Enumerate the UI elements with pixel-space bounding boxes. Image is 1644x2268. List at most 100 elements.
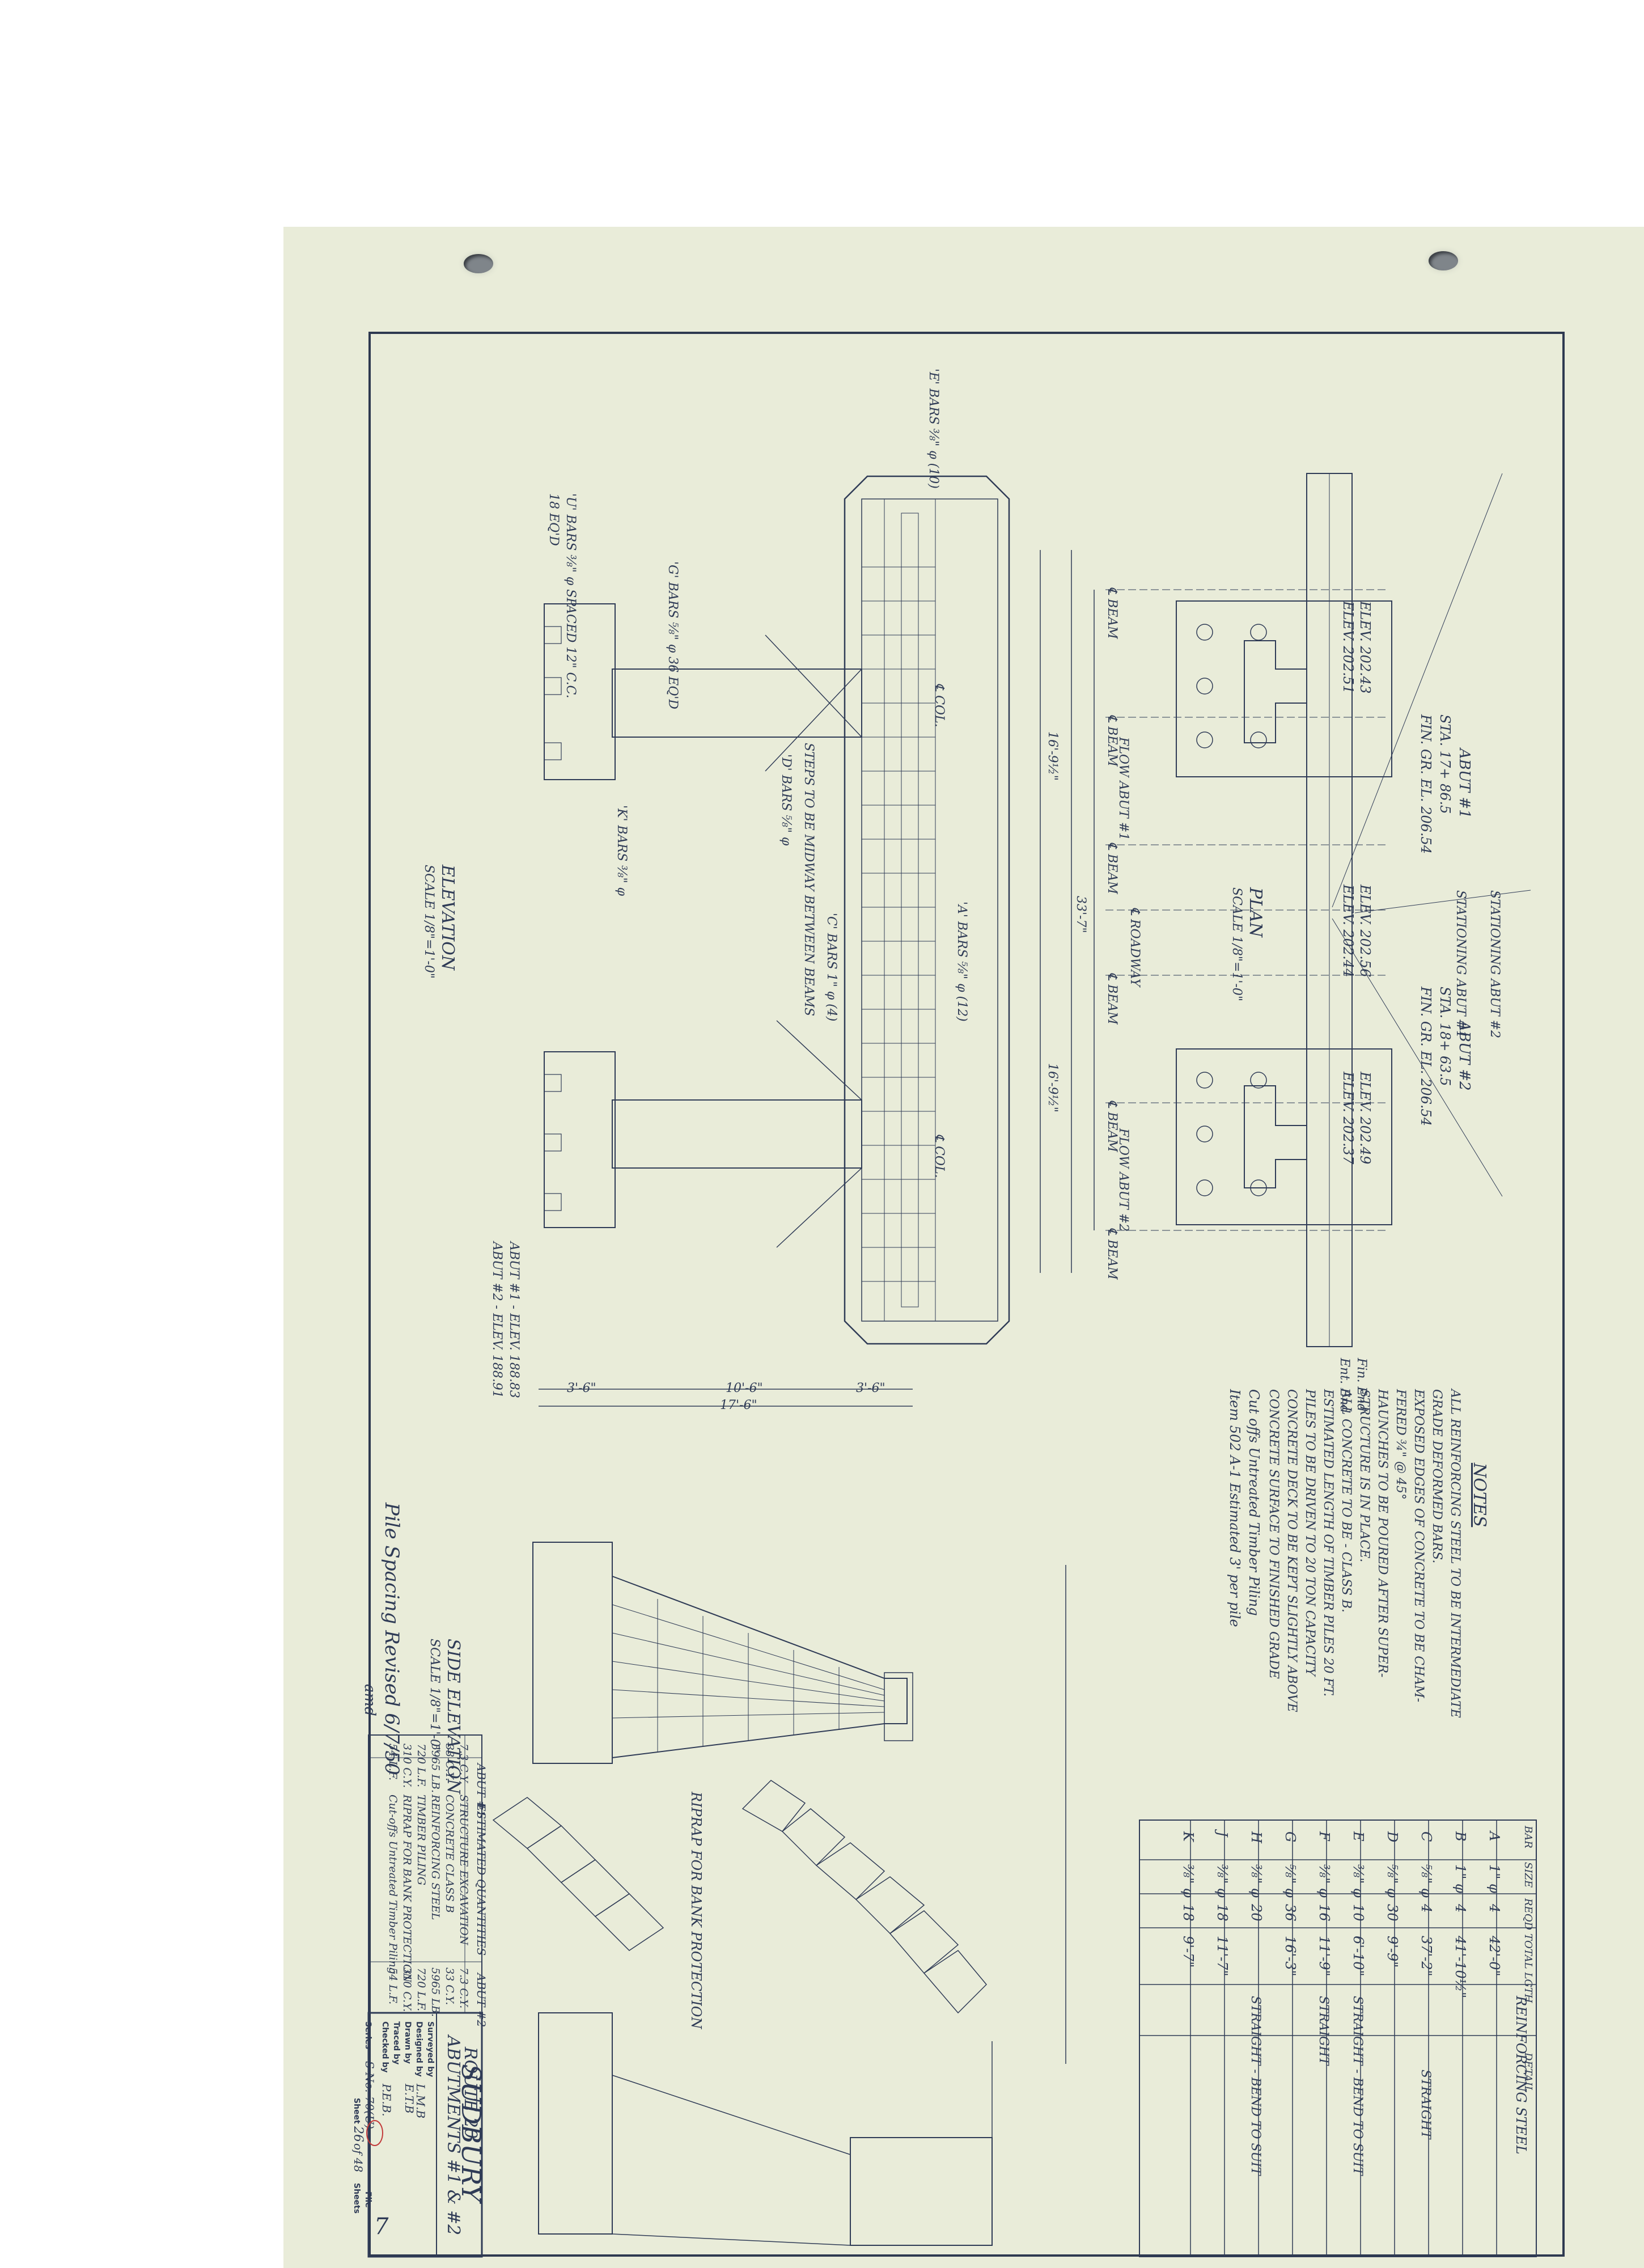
quantities-title: ESTIMATED QUANTITIES xyxy=(474,1802,488,1956)
route-name: ROUTE 20 xyxy=(460,2046,480,2139)
punch-hole-left xyxy=(464,254,493,273)
rt-row-h: H ⅜" φ 20 STRAIGHT - BEND TO SUIT xyxy=(1248,1831,1264,2177)
rt-a-reqd: 4 xyxy=(1486,1903,1502,1912)
note-line-2: GRADE DEFORMED BARS. xyxy=(1430,1389,1444,1563)
rt-j-bar: J xyxy=(1214,1829,1230,1838)
elevation-view: 17'-6" 10'-6" 3'-6" 3'-6" 'E' BARS ⅜" φ … xyxy=(422,369,1010,1412)
file-label: File xyxy=(363,2191,372,2208)
rt-h-size: ⅜" φ xyxy=(1248,1864,1264,1898)
rt-b-length: 41'-10½" xyxy=(1452,1935,1468,1998)
rt-c-reqd: 4 xyxy=(1418,1903,1434,1912)
abut2-label: ABUT #2 xyxy=(1456,1019,1473,1091)
plan-elev-5: ELEV. 202.56 xyxy=(1357,884,1373,977)
elevation-scale: SCALE 1/8"=1'-0" xyxy=(422,865,436,979)
series-number: S No. 70(U) xyxy=(363,2061,376,2129)
base-elev-1: ABUT #1 - ELEV. 188.83 xyxy=(507,1241,521,1398)
note-line-4: FERED ¾" @ 45° xyxy=(1393,1389,1408,1500)
rt-head-reqd: REQD xyxy=(1522,1898,1534,1930)
note-line-7: ALL CONCRETE TO BE - CLASS B. xyxy=(1339,1388,1353,1613)
rt-e-length: 6'-10" xyxy=(1350,1936,1366,1977)
e-bars-label: 'E' BARS ⅜" φ (10) xyxy=(926,369,940,489)
ent-end-label: Ent. End xyxy=(1337,1357,1351,1413)
rt-row-k: K ⅜" φ 18 9'-7" xyxy=(1180,1831,1196,1967)
rt-j-size: ⅜" φ xyxy=(1214,1864,1230,1898)
beam-label-4: ℄ BEAM xyxy=(1105,972,1119,1025)
note-line-11: CONCRETE SURFACE TO FINISHED GRADE xyxy=(1266,1389,1281,1679)
sheets-label: Sheets xyxy=(352,2183,361,2214)
rt-a-length: 42'-0" xyxy=(1486,1935,1502,1977)
notes-heading: NOTES xyxy=(1469,1462,1489,1527)
beam-label-5: ℄ BEAM xyxy=(1105,1100,1119,1152)
overall-dim: 33'-7" xyxy=(1074,896,1088,933)
rt-k-reqd: 18 xyxy=(1180,1904,1196,1922)
qt-6-a: 54 L.F. xyxy=(387,1744,399,1780)
plan-scale: SCALE 1/8"=1'-0" xyxy=(1230,887,1244,1001)
reinforcing-steel-table: REINFORCING STEEL BAR SIZE REQD TOTAL LG… xyxy=(1139,1820,1537,2257)
steps-note: STEPS TO BE MIDWAY BETWEEN BEAMS xyxy=(802,743,816,1016)
half-dim-1: 16'-9½" xyxy=(1045,731,1060,781)
rt-head-bar: BAR xyxy=(1522,1825,1534,1848)
qt-1-a: 7.3 C.Y. xyxy=(457,1744,470,1784)
checker-name: P.E.B. xyxy=(380,2083,393,2117)
base-elev-2: ABUT #2 - ELEV. 188.91 xyxy=(490,1241,504,1398)
punch-hole-right xyxy=(1429,251,1458,270)
rt-e-bar: E xyxy=(1350,1831,1366,1842)
rt-j-length: 11'-7" xyxy=(1214,1936,1230,1977)
elev-dim-total: 17'-6" xyxy=(720,1398,757,1412)
qt-5-b: 310 C.Y. xyxy=(401,1967,413,2012)
side-elevation-view: RIPRAP FOR BANK PROTECTION SIDE ELEVATIO… xyxy=(361,1502,1066,2246)
rt-k-bar: K xyxy=(1180,1831,1196,1843)
note-line-12: Cut offs Untreated Timber Piling xyxy=(1246,1389,1262,1616)
rt-k-length: 9'-7" xyxy=(1180,1936,1196,1967)
side-elevation-scale: SCALE 1/8"=1'-0" xyxy=(427,1639,442,1753)
drawing-border xyxy=(368,332,1565,2257)
traced-by-label: Traced by xyxy=(392,2021,401,2064)
rt-d-length: 9'-9" xyxy=(1384,1936,1400,1967)
rt-row-c: C ⅝" φ 4 37'-2" STRAIGHT xyxy=(1418,1831,1434,2140)
qt-4-item: TIMBER PILING xyxy=(415,1795,427,1885)
stationing-abut2: STATIONING ABUT #2 xyxy=(1488,890,1502,1038)
plan-elev-3: ELEV. 202.49 xyxy=(1357,1071,1373,1164)
qt-1-b: 7.3 C.Y. xyxy=(457,1967,470,2008)
abut2-grade: FIN. GR. EL. 206.54 xyxy=(1418,986,1434,1126)
series-label: Series xyxy=(363,2021,372,2049)
rt-row-e: E ⅜" φ 10 6'-10" STRAIGHT - BEND TO SUIT xyxy=(1350,1831,1366,2177)
beam-label-6: ℄ BEAM xyxy=(1105,1228,1119,1280)
u-bars-eqd: 18 EQ'D xyxy=(546,493,561,546)
beam-label-3: ℄ BEAM xyxy=(1105,842,1119,894)
fin-end-label: Fin. End xyxy=(1354,1357,1368,1412)
qt-1-item: STRUCTURE EXCAVATION xyxy=(457,1795,470,1946)
sheet-title: ABUTMENTS #1 & #2 xyxy=(443,2034,463,2235)
rt-c-bar: C xyxy=(1418,1831,1434,1842)
k-bars-label: 'K' BARS ⅜" φ xyxy=(615,805,629,896)
file-number: 7 xyxy=(374,2214,389,2240)
project-name: SUDBURY xyxy=(456,2064,486,2204)
qt-3-item: REINFORCING STEEL xyxy=(429,1794,442,1920)
reinforcing-title: REINFORCING STEEL xyxy=(1513,1995,1529,2155)
col-label-2: ℄ COL. xyxy=(932,1134,946,1178)
rt-g-size: ⅝" φ xyxy=(1282,1864,1298,1898)
rt-a-size: 1" φ xyxy=(1486,1864,1502,1893)
notes-block: NOTES ALL REINFORCING STEEL TO BE INTERM… xyxy=(1227,1388,1489,1718)
rt-c-detail: STRAIGHT xyxy=(1418,2070,1433,2140)
title-block: SUDBURY ROUTE 20 ABUTMENTS #1 & #2 Surve… xyxy=(351,2012,486,2258)
plan-title: PLAN xyxy=(1245,887,1265,938)
rt-f-size: ⅜" φ xyxy=(1316,1864,1332,1898)
beam-label-2: ℄ BEAM xyxy=(1105,714,1119,767)
u-bars-label: 'U' BARS ⅜" φ SPACED 12" C.C. xyxy=(563,493,578,699)
note-line-3: EXPOSED EDGES OF CONCRETE TO BE CHAM- xyxy=(1412,1389,1426,1702)
rt-b-size: 1" φ xyxy=(1452,1864,1468,1893)
rt-g-length: 16'-3" xyxy=(1282,1936,1298,1977)
rt-row-j: J ⅜" φ 18 11'-7" xyxy=(1214,1829,1230,1977)
rt-head-size: SIZE xyxy=(1522,1862,1534,1888)
designed-by-label: Designed by xyxy=(414,2021,423,2077)
rt-k-size: ⅜" φ xyxy=(1180,1864,1196,1898)
rt-f-length: 11'-9" xyxy=(1316,1936,1332,1977)
drawn-by-label: Drawn by xyxy=(403,2021,412,2064)
elev-dim-side1: 3'-6" xyxy=(567,1381,596,1395)
rt-row-d: D ⅝" φ 30 9'-9" xyxy=(1384,1831,1400,1967)
sheet-number-circle xyxy=(366,2120,383,2146)
note-line-5: HAUNCHES TO BE POURED AFTER SUPER- xyxy=(1375,1389,1389,1677)
revision-note: Pile Spacing Revised 6/7/50 xyxy=(380,1502,403,1775)
